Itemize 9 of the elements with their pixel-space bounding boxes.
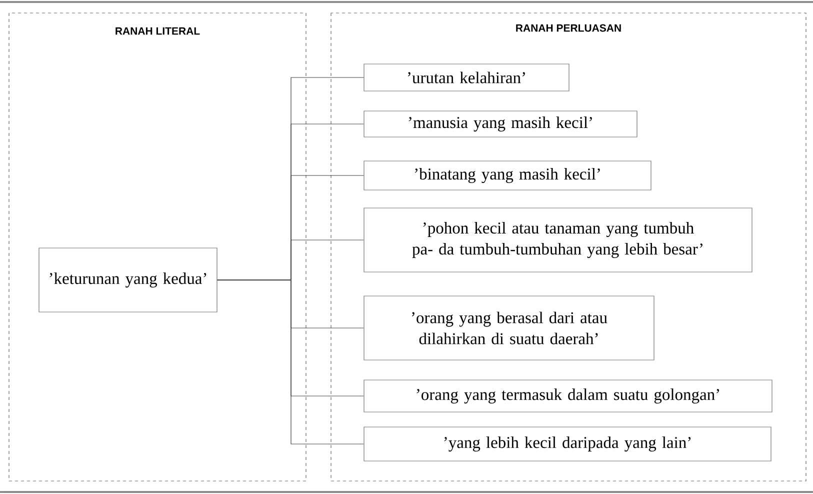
text-box: ’urutan kelahiran’ [364, 64, 570, 92]
text-box: ’orang yang berasal dari atau dilahirkan di suatu daerah’ [364, 296, 654, 360]
text-box: ’yang lebih kecil daripada yang lain’ [364, 426, 772, 462]
text-box: ’pohon kecil atau tanaman yang tumbuh pa- da tumbuh-tumbuhan yang lebih besar’ [364, 208, 752, 272]
text-box: ’manusia yang masih kecil’ [364, 110, 638, 138]
text-box: ’keturunan yang kedua’ [38, 248, 218, 312]
text-box: ’orang yang termasuk dalam suatu golongan’ [364, 380, 772, 412]
connector-line [217, 280, 364, 444]
text-box: ’binatang yang masih kecil’ [364, 160, 652, 190]
